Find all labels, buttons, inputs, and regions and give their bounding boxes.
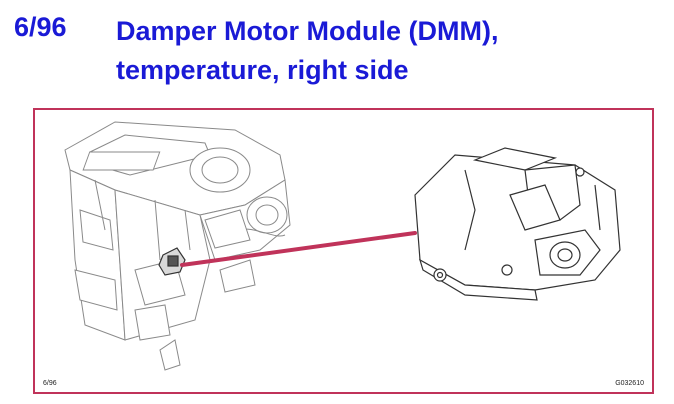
dmm-detail-drawing <box>414 147 621 301</box>
figure-illustration <box>64 121 621 371</box>
page-number: 6/96 <box>14 12 67 42</box>
dmm-location-marker <box>158 247 186 276</box>
leader-line <box>180 231 417 267</box>
page-title: Damper Motor Module (DMM), temperature, … <box>116 12 656 90</box>
figure-ref-left: 6/96 <box>43 380 57 387</box>
figure-frame: 6/96 G032610 <box>33 108 654 394</box>
title-line-1: Damper Motor Module (DMM), <box>116 16 499 46</box>
hvac-unit-drawing <box>64 121 291 371</box>
figure-ref-right: G032610 <box>615 380 644 387</box>
title-line-2: temperature, right side <box>116 55 409 85</box>
